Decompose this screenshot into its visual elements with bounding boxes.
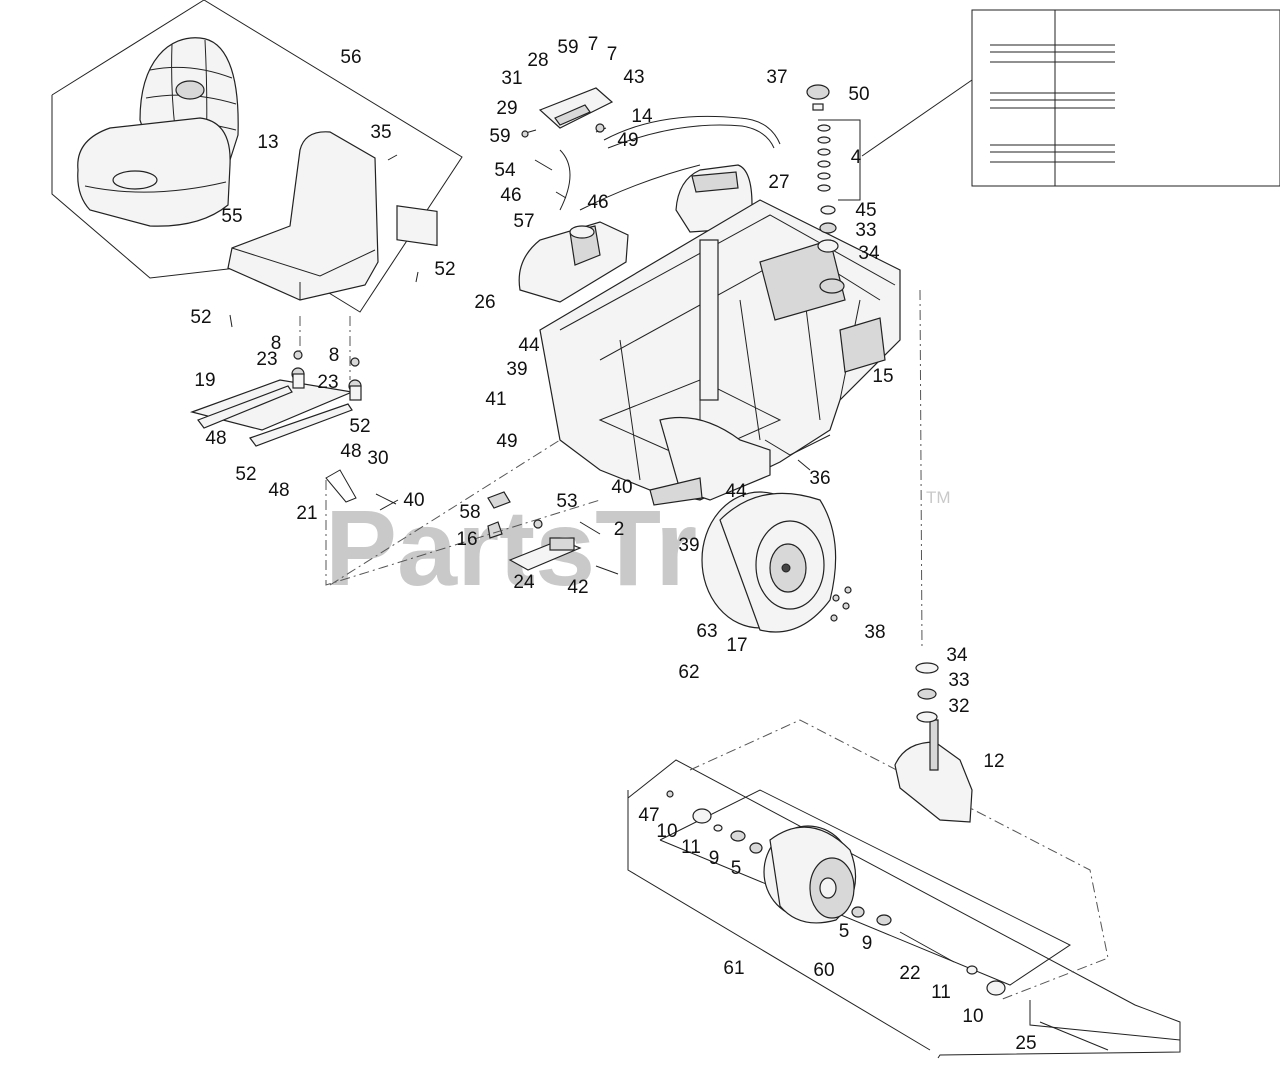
part-callout-19: 19 [194,370,215,391]
part-callout-7: 7 [607,44,618,65]
main-frame [539,199,901,506]
part-callout-10: 10 [962,1006,983,1027]
part-callout-52: 52 [190,307,211,328]
part-callout-56: 56 [340,47,361,68]
part-callout-42: 42 [567,577,588,598]
part-callout-5: 5 [839,921,850,942]
part-callout-2: 2 [614,519,625,540]
part-callout-11: 11 [681,837,701,858]
part-callout-34: 34 [858,243,880,264]
part-callout-61: 61 [723,958,744,979]
part-callout-31: 31 [501,68,522,89]
part-callout-11: 11 [931,982,951,1003]
part-callout-12: 12 [983,751,1004,772]
part-callout-48: 48 [268,480,289,501]
part-callout-23: 23 [317,372,338,393]
part-callout-48: 48 [340,441,361,462]
part-callout-10: 10 [656,821,677,842]
part-callout-53: 53 [556,491,577,512]
part-callout-55: 55 [221,206,242,227]
right-console-cover [675,164,753,233]
part-callout-46: 46 [500,185,521,206]
seat-rails [189,350,399,511]
part-callout-9: 9 [709,848,720,869]
part-callout-63: 63 [696,621,717,642]
part-callout-44: 44 [725,481,747,502]
part-callout-62: 62 [678,662,699,683]
part-callout-21: 21 [296,503,317,524]
washer-detail-box [861,9,1280,187]
control-lever-assembly [521,87,781,211]
part-callout-37: 37 [766,67,787,88]
part-callout-24: 24 [513,572,535,593]
part-callout-33: 33 [855,220,876,241]
left-console-cover [518,221,629,303]
part-callout-49: 49 [617,130,638,151]
part-callout-36: 36 [809,468,830,489]
part-callout-39: 39 [678,535,699,556]
part-callout-47: 47 [638,805,659,826]
part-callout-38: 38 [864,622,885,643]
part-callout-57: 57 [513,211,534,232]
part-callout-52: 52 [434,259,455,280]
part-callout-26: 26 [474,292,495,313]
part-callout-34: 34 [946,645,968,666]
rear-drive-wheel [701,491,852,633]
part-callout-54: 54 [494,160,516,181]
part-callout-30: 30 [367,448,388,469]
part-callout-13: 13 [257,132,278,153]
part-callout-22: 22 [899,963,920,984]
part-callout-14: 14 [631,106,653,127]
part-callout-27: 27 [768,172,789,193]
part-callout-16: 16 [456,529,477,550]
part-callout-46: 46 [587,192,608,213]
part-callout-15: 15 [872,366,893,387]
part-callout-41: 41 [485,389,506,410]
watermark-trademark: TM [926,488,951,507]
part-callout-44: 44 [518,335,540,356]
part-callout-39: 39 [506,359,527,380]
drive-linkage [487,491,619,575]
part-callout-32: 32 [948,696,969,717]
part-callout-49: 49 [496,431,517,452]
part-callout-29: 29 [496,98,517,119]
part-callout-43: 43 [623,67,644,88]
part-callout-28: 28 [527,50,548,71]
part-callout-7: 7 [588,34,599,55]
part-callout-9: 9 [862,933,873,954]
part-callout-8: 8 [271,333,282,354]
assembly-guides [299,289,923,651]
part-callout-35: 35 [370,122,391,143]
part-callout-60: 60 [813,960,834,981]
part-callout-8: 8 [329,345,340,366]
part-callout-5: 5 [731,858,742,879]
caster-bearing-stack-upper [806,84,861,253]
part-callout-59: 59 [489,126,510,147]
seat-group [51,0,463,328]
seat-cushion [77,37,239,227]
part-callout-48: 48 [205,428,226,449]
part-callout-23: 23 [256,349,277,370]
part-callout-58: 58 [459,502,480,523]
seat-pan [227,131,438,301]
part-callout-33: 33 [948,670,969,691]
part-callout-52: 52 [235,464,256,485]
part-callout-40: 40 [611,477,632,498]
part-callout-52: 52 [349,416,370,437]
part-callout-4: 4 [851,147,862,168]
part-callout-59: 59 [557,37,578,58]
part-callout-50: 50 [848,84,869,105]
part-callout-40: 40 [403,490,424,511]
part-callout-45: 45 [855,200,876,221]
front-caster-assembly [627,662,1181,1059]
part-callout-25: 25 [1015,1033,1036,1054]
part-callout-17: 17 [726,635,747,656]
